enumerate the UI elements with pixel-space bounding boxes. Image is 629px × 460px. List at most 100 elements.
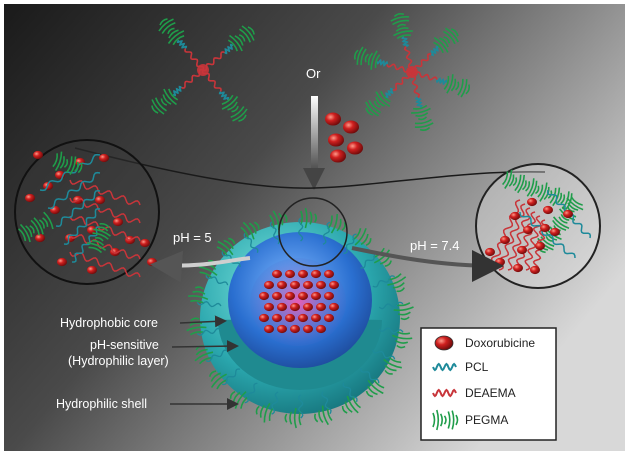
- peg-strand: [162, 94, 172, 105]
- peg-strand: [560, 194, 566, 205]
- deaema-segment: [181, 68, 204, 89]
- peg-strand: [238, 114, 247, 122]
- pcl-tether: [343, 233, 357, 255]
- peg-strand: [167, 30, 185, 44]
- peg-strand: [535, 185, 540, 195]
- peg-strand: [517, 174, 525, 194]
- peg-strand: [367, 379, 384, 395]
- doxorubicin-sphere: [316, 324, 326, 334]
- peg-strand: [446, 74, 454, 94]
- peg-strand: [208, 370, 217, 377]
- peg-arm: [443, 74, 471, 98]
- peg-strand: [370, 50, 378, 70]
- peg-strand: [354, 228, 367, 246]
- peg-strand: [91, 239, 105, 246]
- doxorubicin-cluster: [325, 112, 363, 163]
- peg-strand: [314, 213, 318, 223]
- encapsulated-drug-view: [485, 169, 592, 275]
- peg-strand: [439, 37, 449, 48]
- peg-strand: [309, 211, 313, 225]
- pcl-segment: [436, 77, 448, 86]
- deaema-segment: [184, 48, 205, 71]
- peg-strand: [314, 413, 319, 423]
- peg-strand: [192, 290, 206, 295]
- peg-arm: [221, 94, 248, 122]
- pcl-tether: [244, 382, 258, 404]
- peg-strand: [151, 99, 165, 115]
- doxorubicin-sphere: [277, 324, 287, 334]
- peg-brush: [18, 211, 54, 243]
- pegma-brush-icon: [432, 409, 459, 431]
- micelle: [186, 207, 414, 429]
- peg-strand: [98, 226, 109, 232]
- doxorubicin-sphere: [298, 313, 308, 323]
- peg-strand: [151, 105, 159, 114]
- peg-strand: [540, 236, 555, 247]
- peg-strand: [447, 411, 451, 429]
- peg-strand: [33, 217, 44, 235]
- pcl-segment: [224, 43, 234, 55]
- doxorubicin-sphere: [343, 120, 359, 134]
- doxorubicin-sphere: [303, 280, 313, 290]
- deaema-chain: [507, 207, 531, 271]
- peg-strand: [436, 409, 440, 431]
- deaema-segment: [392, 70, 413, 91]
- peg-arm: [433, 27, 459, 53]
- peg-strand: [393, 306, 414, 312]
- peg-strand: [255, 405, 260, 415]
- peg-strand: [455, 81, 460, 91]
- pcl-chain: [519, 211, 576, 259]
- doxorubicin-sphere: [329, 302, 339, 312]
- doxorubicin-sphere: [87, 265, 97, 275]
- peg-strand: [375, 91, 391, 107]
- pcl-tether: [269, 221, 280, 245]
- doxorubicin-sphere: [485, 247, 495, 257]
- doxorubicin-sphere: [500, 235, 510, 245]
- pcl-tether: [322, 221, 331, 245]
- peg-strand: [396, 344, 406, 349]
- peg-strand: [545, 236, 553, 242]
- peg-strand: [221, 96, 239, 110]
- peg-strand: [365, 101, 379, 117]
- peg-strand: [368, 99, 381, 114]
- ph-sensitive-pointer: [171, 340, 239, 353]
- doxorubicin-sphere: [303, 302, 313, 312]
- peg-strand: [186, 326, 207, 332]
- doxorubicin-sphere: [50, 205, 60, 215]
- pcl-segment: [385, 87, 394, 99]
- peg-strand: [230, 106, 245, 119]
- pcl-tether: [205, 275, 229, 286]
- peg-strand: [341, 405, 348, 414]
- pcl-tether: [222, 368, 241, 386]
- ph-sensitive-label-line2: (Hydrophilic layer): [68, 354, 169, 368]
- peg-strand: [451, 410, 455, 430]
- peg-strand: [560, 213, 570, 221]
- loading-arrow-head: [303, 168, 325, 190]
- peg-strand: [380, 91, 391, 103]
- peg-strand: [433, 41, 444, 53]
- doxorubicin-sphere: [285, 269, 295, 279]
- doxorubicin-sphere: [517, 245, 527, 255]
- loading-arrow-shaft: [311, 96, 318, 174]
- peg-strand: [417, 116, 428, 121]
- peg-strand: [232, 108, 248, 122]
- peg-strand: [25, 225, 33, 237]
- peg-strand: [393, 13, 405, 18]
- doxorubicin-sphere: [57, 257, 67, 267]
- doxorubicin-sphere: [523, 225, 533, 235]
- peg-strand: [526, 178, 535, 197]
- peg-strand: [364, 53, 369, 63]
- peg-strand: [439, 413, 443, 427]
- doxorubicin-sphere: [87, 225, 97, 235]
- pcl-tether: [271, 391, 279, 415]
- peg-strand: [154, 97, 167, 112]
- peg-strand: [450, 78, 457, 92]
- pcl-tether: [321, 391, 332, 415]
- peg-strand: [43, 211, 54, 230]
- deaema-chain: [69, 197, 141, 224]
- peg-strand: [217, 240, 234, 256]
- peg-strand: [537, 184, 544, 198]
- doxorubicin-sphere: [285, 291, 295, 301]
- peg-strand: [387, 276, 407, 286]
- doxorubicin-sphere: [290, 324, 300, 334]
